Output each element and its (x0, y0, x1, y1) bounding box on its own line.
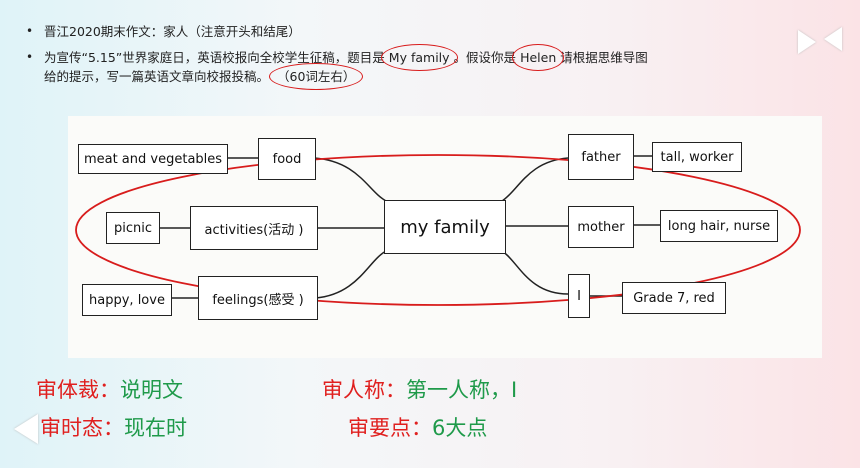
bullet-dot-icon: • (26, 50, 34, 64)
prev-slide-icon[interactable] (824, 27, 842, 51)
bullet-dot-icon: • (26, 24, 34, 38)
node-branch-mother: mother (568, 206, 634, 248)
slide-nav (798, 27, 842, 54)
analysis-value: 现在时 (124, 416, 187, 440)
node-detail-feelings: happy, love (82, 284, 172, 316)
analysis-label: 审要点： (348, 416, 432, 440)
node-detail-food: meat and vegetables (78, 144, 228, 174)
analysis-genre: 审体裁：说明文 (36, 374, 183, 404)
analysis-value: 第一人称，I (406, 378, 518, 402)
bullet-text-a: 为宣传“5.15”世界家庭日，英语校报向全校学生征稿，题目是 (44, 50, 385, 65)
node-branch-feelings: feelings(感受 ) (198, 276, 318, 320)
persona-name-highlight: Helen (512, 44, 565, 71)
node-detail-i: Grade 7, red (622, 282, 726, 314)
back-arrow-icon[interactable] (14, 414, 38, 444)
mind-map-connectors (75, 154, 801, 306)
node-branch-father: father (568, 134, 634, 180)
instructions: • 晋江2020期末作文：家人（注意开头和结尾） • 为宣传“5.15”世界家庭… (26, 22, 786, 93)
bullet-text-c: 请根据思维导图 (560, 50, 648, 65)
next-slide-icon[interactable] (798, 30, 816, 54)
node-detail-activities: picnic (106, 212, 160, 244)
node-branch-i: I (568, 274, 590, 318)
analysis-label: 审体裁： (36, 378, 120, 402)
analysis-value: 说明文 (120, 378, 183, 402)
bullet-text-b: 。假设你是 (453, 50, 517, 65)
node-detail-father: tall, worker (652, 142, 742, 172)
highlight-ellipse (75, 154, 801, 306)
analysis-label: 审时态： (40, 416, 124, 440)
bullet-text: 晋江2020期末作文：家人（注意开头和结尾） (44, 24, 301, 39)
node-detail-mother: long hair, nurse (660, 210, 778, 242)
bullet-text-d: 给的提示，写一篇英语文章向校报投稿。 (44, 69, 270, 84)
node-center: my family (384, 200, 506, 254)
analysis-value: 6大点 (432, 416, 488, 440)
essay-title-highlight: My family (380, 44, 458, 71)
analysis-points: 审要点：6大点 (348, 412, 487, 442)
node-branch-food: food (258, 138, 316, 180)
word-limit-highlight: （60词左右） (268, 63, 364, 90)
analysis-label: 审人称： (322, 378, 406, 402)
mind-map: meat and vegetables food picnic activiti… (68, 116, 822, 358)
analysis-tense: 审时态：现在时 (40, 412, 187, 442)
node-branch-activities: activities(活动 ) (190, 206, 318, 250)
analysis-person: 审人称：第一人称，I (322, 374, 517, 404)
bullet-item-1: • 晋江2020期末作文：家人（注意开头和结尾） (26, 22, 786, 41)
